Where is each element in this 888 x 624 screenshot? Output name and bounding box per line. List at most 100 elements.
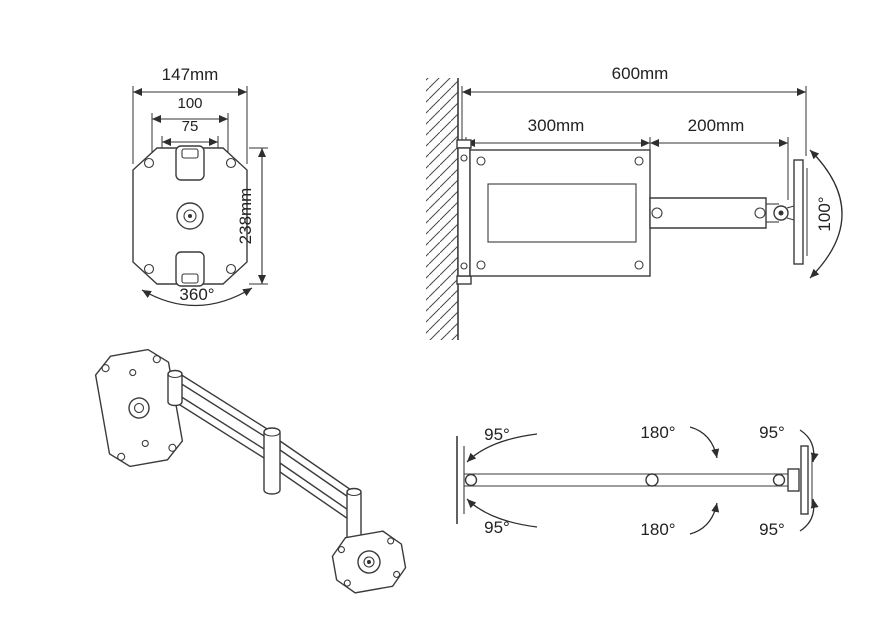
mount-hole	[225, 263, 237, 275]
arm1-inner-cutout	[487, 183, 637, 243]
tilt-angle-100: 100°	[809, 149, 843, 279]
dimension-total-600: 600mm	[461, 64, 807, 156]
tilt-joint-side	[766, 203, 795, 223]
dimension-vesa-75: 75	[161, 118, 219, 150]
mount-hole	[225, 157, 237, 169]
arm2-body	[649, 197, 767, 229]
mount-hole	[393, 570, 401, 578]
swivel-arc	[466, 498, 538, 528]
side-view: 600mm 300mm 200mm	[426, 64, 843, 340]
mount-hole	[101, 364, 110, 373]
monitor-plate-iso	[331, 530, 407, 594]
swivel-mid-top: 180°	[640, 423, 720, 459]
swivel-arc	[466, 433, 538, 463]
mount-hole	[152, 355, 161, 364]
swivel-arc	[689, 502, 720, 535]
mount-hole	[343, 579, 351, 587]
hinge-cap	[346, 487, 362, 497]
bottom-clamp	[175, 251, 205, 287]
pivot-hole	[754, 207, 766, 219]
rivet	[634, 156, 644, 166]
bracket-line	[786, 205, 795, 209]
top-clamp	[175, 145, 205, 181]
plate-hinge-iso	[167, 369, 183, 407]
dimension-arm1-300: 300mm	[465, 116, 651, 150]
mount-hole	[117, 452, 126, 461]
wall-plate-top	[456, 436, 465, 524]
monitor-plate-top	[787, 445, 813, 515]
hinge-cylinder	[167, 369, 183, 407]
screw-hole	[460, 262, 468, 270]
swivel-arc	[799, 498, 819, 532]
vesa-plate-front	[132, 145, 248, 287]
swivel-wall-bottom-label: 95°	[484, 518, 510, 537]
ball-joint-center	[188, 214, 192, 218]
arm-top	[464, 473, 788, 487]
tilt-arc	[809, 149, 843, 279]
mount-hole	[143, 263, 155, 275]
swivel-arc	[799, 429, 819, 463]
swivel-wall-bottom: 95°	[466, 498, 538, 537]
wall-plate-bottom-tab	[456, 275, 472, 285]
front-width-label: 147mm	[162, 65, 219, 84]
monitor-plate-side	[793, 159, 808, 265]
total-length-label: 600mm	[612, 64, 669, 83]
mount-hole	[143, 157, 155, 169]
monitor-plate-bar	[800, 445, 809, 515]
screw-hole	[460, 154, 468, 162]
end-hinge-iso	[346, 487, 362, 543]
swivel-wall-top-label: 95°	[484, 425, 510, 444]
swivel-mid-top-label: 180°	[640, 423, 675, 442]
wall-plate-side	[456, 139, 472, 285]
ball-joint-inner	[183, 209, 197, 223]
dimension-arm2-200: 200mm	[650, 116, 789, 200]
ball-joint-outer	[128, 397, 150, 419]
front-view: 147mm 100 75	[132, 65, 268, 307]
pivot-cap	[263, 427, 281, 437]
dimension-vesa-100: 100	[151, 95, 229, 158]
wall-hatch	[426, 78, 458, 340]
monitor-plate-bar	[793, 159, 804, 265]
swivel-wall-top: 95°	[466, 425, 538, 463]
mount-hole	[387, 537, 395, 545]
end-pivot	[772, 473, 786, 487]
vesa-75-label: 75	[182, 118, 199, 135]
rotation-arc	[141, 287, 253, 307]
bottom-clamp-slot	[181, 273, 199, 284]
rotation-360: 360°	[141, 285, 253, 307]
swivel-arc	[689, 426, 720, 459]
rivet	[476, 156, 486, 166]
arm-first-segment-side	[469, 149, 651, 277]
rotation-label: 360°	[179, 285, 214, 304]
bolt	[141, 439, 149, 448]
mount-hole	[168, 443, 177, 452]
ball-joint-inner	[133, 402, 145, 414]
ball-joint-center	[367, 560, 371, 564]
arm-second-segment-side	[649, 197, 767, 229]
rivet	[634, 260, 644, 270]
wall-plate-body	[457, 147, 471, 277]
tilt-angle-label: 100°	[815, 196, 834, 231]
ball-joint-inner	[363, 556, 375, 568]
bolt	[129, 368, 137, 377]
mid-pivot	[645, 473, 659, 487]
tilt-pivot-center	[778, 210, 784, 216]
swivel-mid-bottom-label: 180°	[640, 520, 675, 539]
swivel-mid-bottom: 180°	[640, 502, 720, 539]
arm2-length-label: 200mm	[688, 116, 745, 135]
dimension-height-238: 238mm	[236, 147, 268, 285]
dimension-width-147: 147mm	[132, 65, 248, 164]
vesa-100-label: 100	[177, 95, 202, 112]
mount-hole	[337, 546, 345, 554]
head-bracket	[787, 468, 800, 492]
front-height-label: 238mm	[236, 188, 255, 245]
pivot-cylinder	[263, 427, 281, 495]
wall-pivot	[464, 473, 478, 487]
bracket-line	[786, 217, 795, 221]
rivet	[476, 260, 486, 270]
isometric-view	[94, 348, 407, 594]
swivel-head-bottom: 95°	[759, 498, 819, 539]
top-clamp-slot	[181, 148, 199, 159]
